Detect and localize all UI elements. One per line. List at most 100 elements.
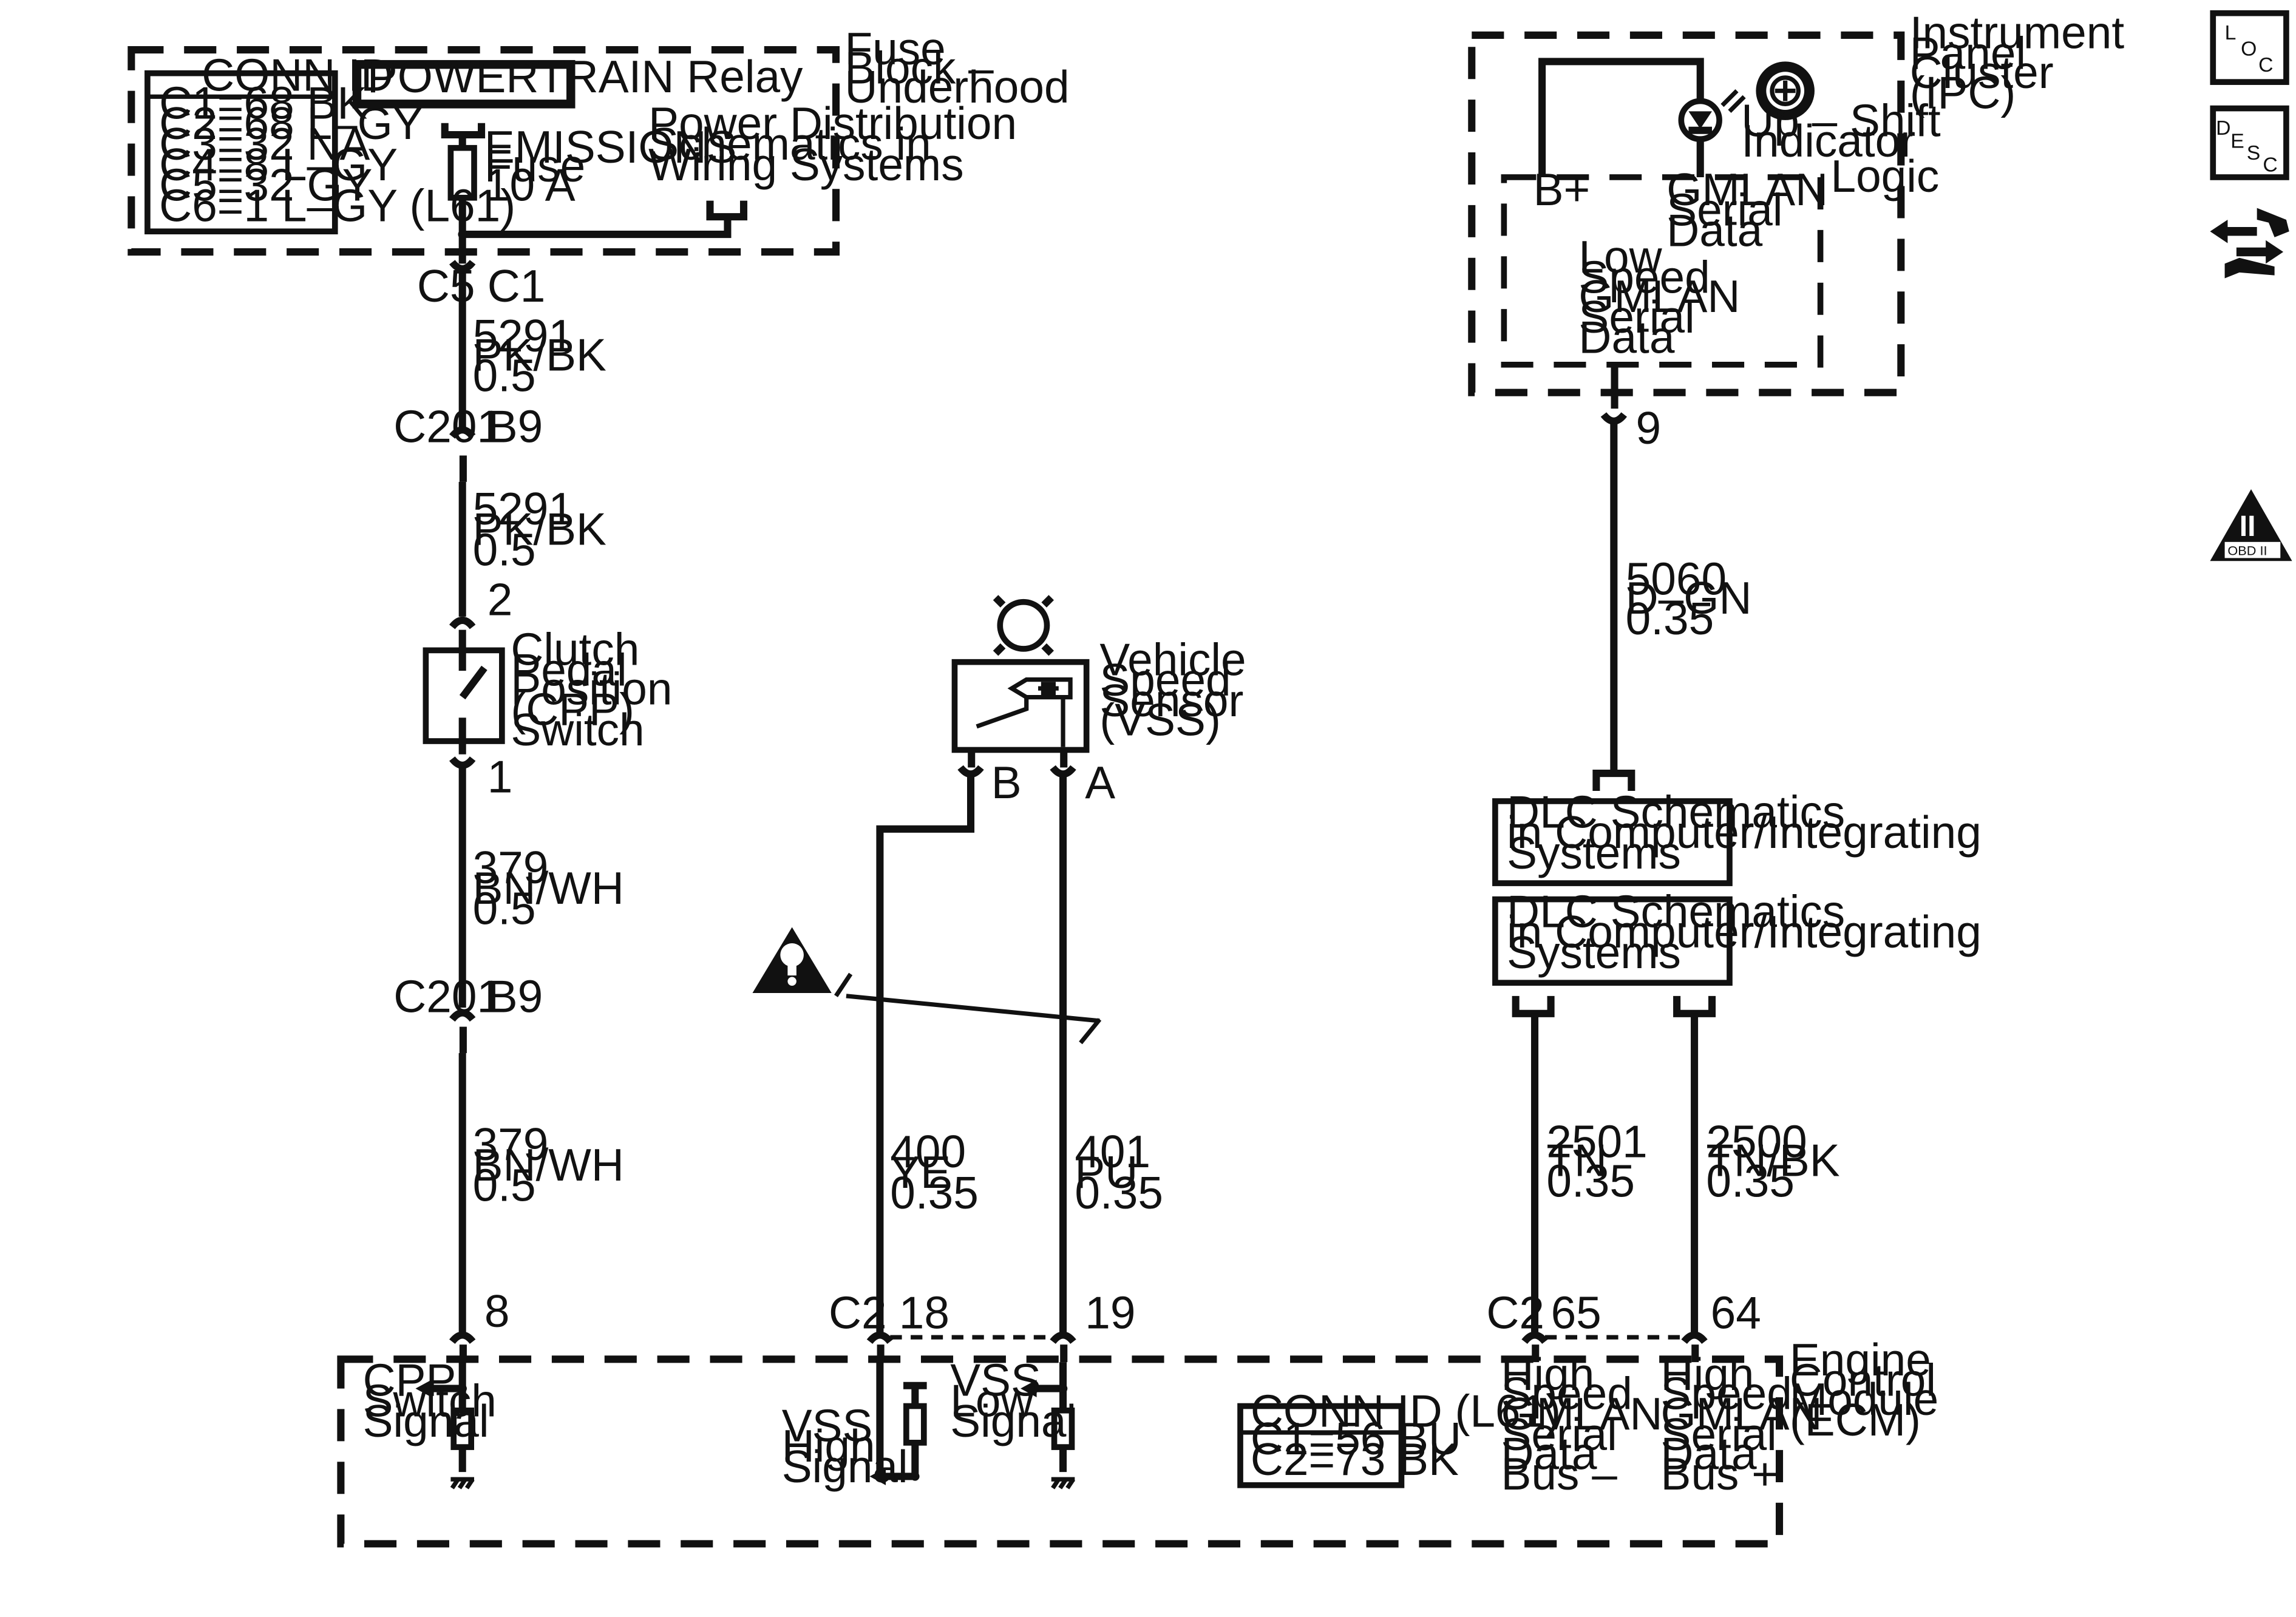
vss-high-1: VSS	[782, 1400, 873, 1451]
desc-icon[interactable]: D E S C	[2210, 105, 2289, 180]
wire-379-num: 379	[473, 842, 549, 893]
power-dist-1: Power Distribution	[648, 98, 1017, 149]
hs-minus-1: High	[1501, 1349, 1595, 1400]
dlc-box-1-line-1: DLC Schematics	[1507, 786, 1845, 837]
vss-label-2: Speed	[1099, 654, 1231, 705]
wire-5291-color-2: PK/BK	[473, 504, 606, 555]
fuse-label-2: Fuse	[484, 140, 585, 191]
instrument-panel-cluster: Instrument Panel Cluster (IPC) Up – Shif…	[1468, 7, 2124, 792]
vss-pin-b	[957, 765, 984, 778]
dlc-box-1-line-2: in Computer/Integrating	[1507, 807, 1982, 858]
fuse-label-1: EMISSIONS	[484, 121, 737, 172]
wire-5291-num: 5291	[473, 310, 574, 361]
obd-ii-icon[interactable]: II OBD II	[2210, 489, 2292, 561]
relay-terminal	[441, 123, 486, 139]
wire-379-color-2: BN/WH	[473, 1139, 624, 1190]
vss-low-1: VSS	[950, 1355, 1041, 1406]
wire-5060-num: 5060	[1626, 554, 1727, 605]
fuse-block-conn-id-table: CONN ID C1=68 BK C2=68 L–GY C3=32 NA C4=…	[144, 50, 515, 235]
conn-row: C5=32 GY	[159, 160, 372, 211]
ipc-low-speed-4: Serial	[1578, 291, 1694, 342]
ecm-conn-row: C1=56 BU	[1251, 1413, 1461, 1464]
ecm-title-3: Module	[1790, 1374, 1938, 1425]
vss-label-3: Sensor	[1099, 675, 1243, 726]
cpp-switch-label-2: Pedal	[511, 644, 627, 695]
conn-id-title: CONN ID	[202, 50, 393, 101]
fuse-label-3: 10 A	[484, 160, 576, 211]
dlc-box-2	[1492, 896, 1733, 986]
conn-row: C1=68 BK	[159, 77, 367, 128]
connector-c201-b9-2	[449, 1009, 476, 1022]
engine-control-module: Engine Control Module (ECM) CPP Switch S…	[337, 1334, 1938, 1548]
svg-text:S: S	[2247, 141, 2261, 164]
hs-plus-4: Serial	[1661, 1409, 1777, 1460]
hs-minus-5: Data	[1501, 1428, 1597, 1479]
connector-pin-18	[866, 1331, 894, 1344]
loc-icon[interactable]: L O C	[2210, 10, 2289, 85]
cpp-switch-contact	[459, 665, 487, 700]
vss-label-4: (VSS)	[1099, 694, 1220, 745]
ecm-boundary	[337, 1355, 1784, 1548]
hs-plus-6: Bus +	[1661, 1448, 1778, 1499]
vss-pin-a-label: A	[1085, 757, 1115, 808]
dlc-box-2-line-3: Systems	[1507, 927, 1681, 978]
wire-5291-gauge-2: 0.5	[473, 524, 536, 575]
wire-401-num: 401	[1075, 1126, 1150, 1177]
svg-text:C: C	[2258, 53, 2273, 76]
dlc-c2-label: C2	[1486, 1287, 1544, 1338]
vss-low-3: Signal	[950, 1395, 1076, 1446]
pin-2-label: 2	[487, 574, 513, 625]
vss-c2-label: C2	[829, 1287, 887, 1338]
ipc-title-4: (IPC)	[1910, 67, 2016, 118]
wire-5291-num-2: 5291	[473, 483, 574, 534]
gear-icon	[1756, 61, 1815, 120]
wire-2501-num: 2501	[1546, 1116, 1647, 1167]
ecm-conn-title: CONN ID (L61)	[1251, 1385, 1561, 1436]
hs-minus-2: Speed	[1501, 1368, 1632, 1419]
vehicle-speed-sensor: Vehicle Speed Sensor (VSS) B A 400 YE 0.…	[752, 595, 1246, 1344]
hs-plus-2: Speed	[1661, 1368, 1792, 1419]
connector-pin-64	[1681, 1331, 1708, 1344]
vss-body	[951, 659, 1090, 753]
conn-row: C4=8 L–GY	[159, 139, 398, 190]
wire-400-gauge: 0.35	[890, 1167, 979, 1218]
powertrain-relay-box	[352, 59, 576, 109]
conn-row: C6=1 L–GY (L61)	[159, 180, 515, 231]
ipc-title-3: Cluster	[1910, 47, 2054, 98]
wire-2500-color: TN/BK	[1706, 1135, 1839, 1186]
pin-18-label: 18	[899, 1287, 949, 1338]
ecm-vss-inputs	[869, 1344, 1075, 1490]
cpp-switch-label-1: Clutch	[511, 624, 639, 675]
diagnostic-tools-icon[interactable]	[2210, 208, 2289, 279]
wire-379-num-2: 379	[473, 1119, 549, 1170]
power-dist-3: Wiring Systems	[648, 139, 964, 190]
vss-low-2: Low	[950, 1375, 1034, 1426]
hs-plus-1: High	[1661, 1349, 1754, 1400]
svg-text:L: L	[2225, 21, 2237, 44]
fuse-block-title-2: Block –	[845, 42, 994, 93]
vss-label-1: Vehicle	[1099, 634, 1246, 685]
fuse-block-title-3: Underhood	[845, 61, 1070, 112]
hs-minus-4: Serial	[1501, 1409, 1617, 1460]
svg-text:E: E	[2230, 130, 2244, 153]
fuse-block-underhood: Fuse Block – Underhood CONN ID C1=68 BK …	[127, 23, 1070, 256]
cpp-signal-2: Switch	[363, 1375, 497, 1426]
wire-379-gauge-2: 0.5	[473, 1160, 536, 1211]
pin-9-label: 9	[1636, 402, 1662, 453]
cpp-switch-label-3: Position	[511, 663, 672, 714]
c201-label: C201	[393, 401, 502, 452]
cpp-signal-1: CPP	[363, 1355, 457, 1406]
vss-sensor-element	[1007, 677, 1073, 700]
cpp-circuit: C5 C1 5291 PK/BK 0.5 C201 B9 5291 PK/BK …	[393, 197, 672, 1344]
svg-text:O: O	[2241, 38, 2257, 61]
wire-379-color: BN/WH	[473, 863, 624, 914]
b9-label: B9	[487, 401, 543, 452]
wire-401-gauge: 0.35	[1075, 1167, 1163, 1218]
wire-5291-gauge: 0.5	[473, 350, 536, 401]
fuse-block-boundary	[127, 46, 840, 256]
dlc-box-1-line-3: Systems	[1507, 827, 1681, 878]
ipc-logic-boundary	[1501, 174, 1824, 368]
connector-c5-c1	[449, 259, 476, 273]
wire-2501-gauge: 0.35	[1546, 1155, 1635, 1206]
twisted-pair-symbol	[834, 972, 1102, 1045]
